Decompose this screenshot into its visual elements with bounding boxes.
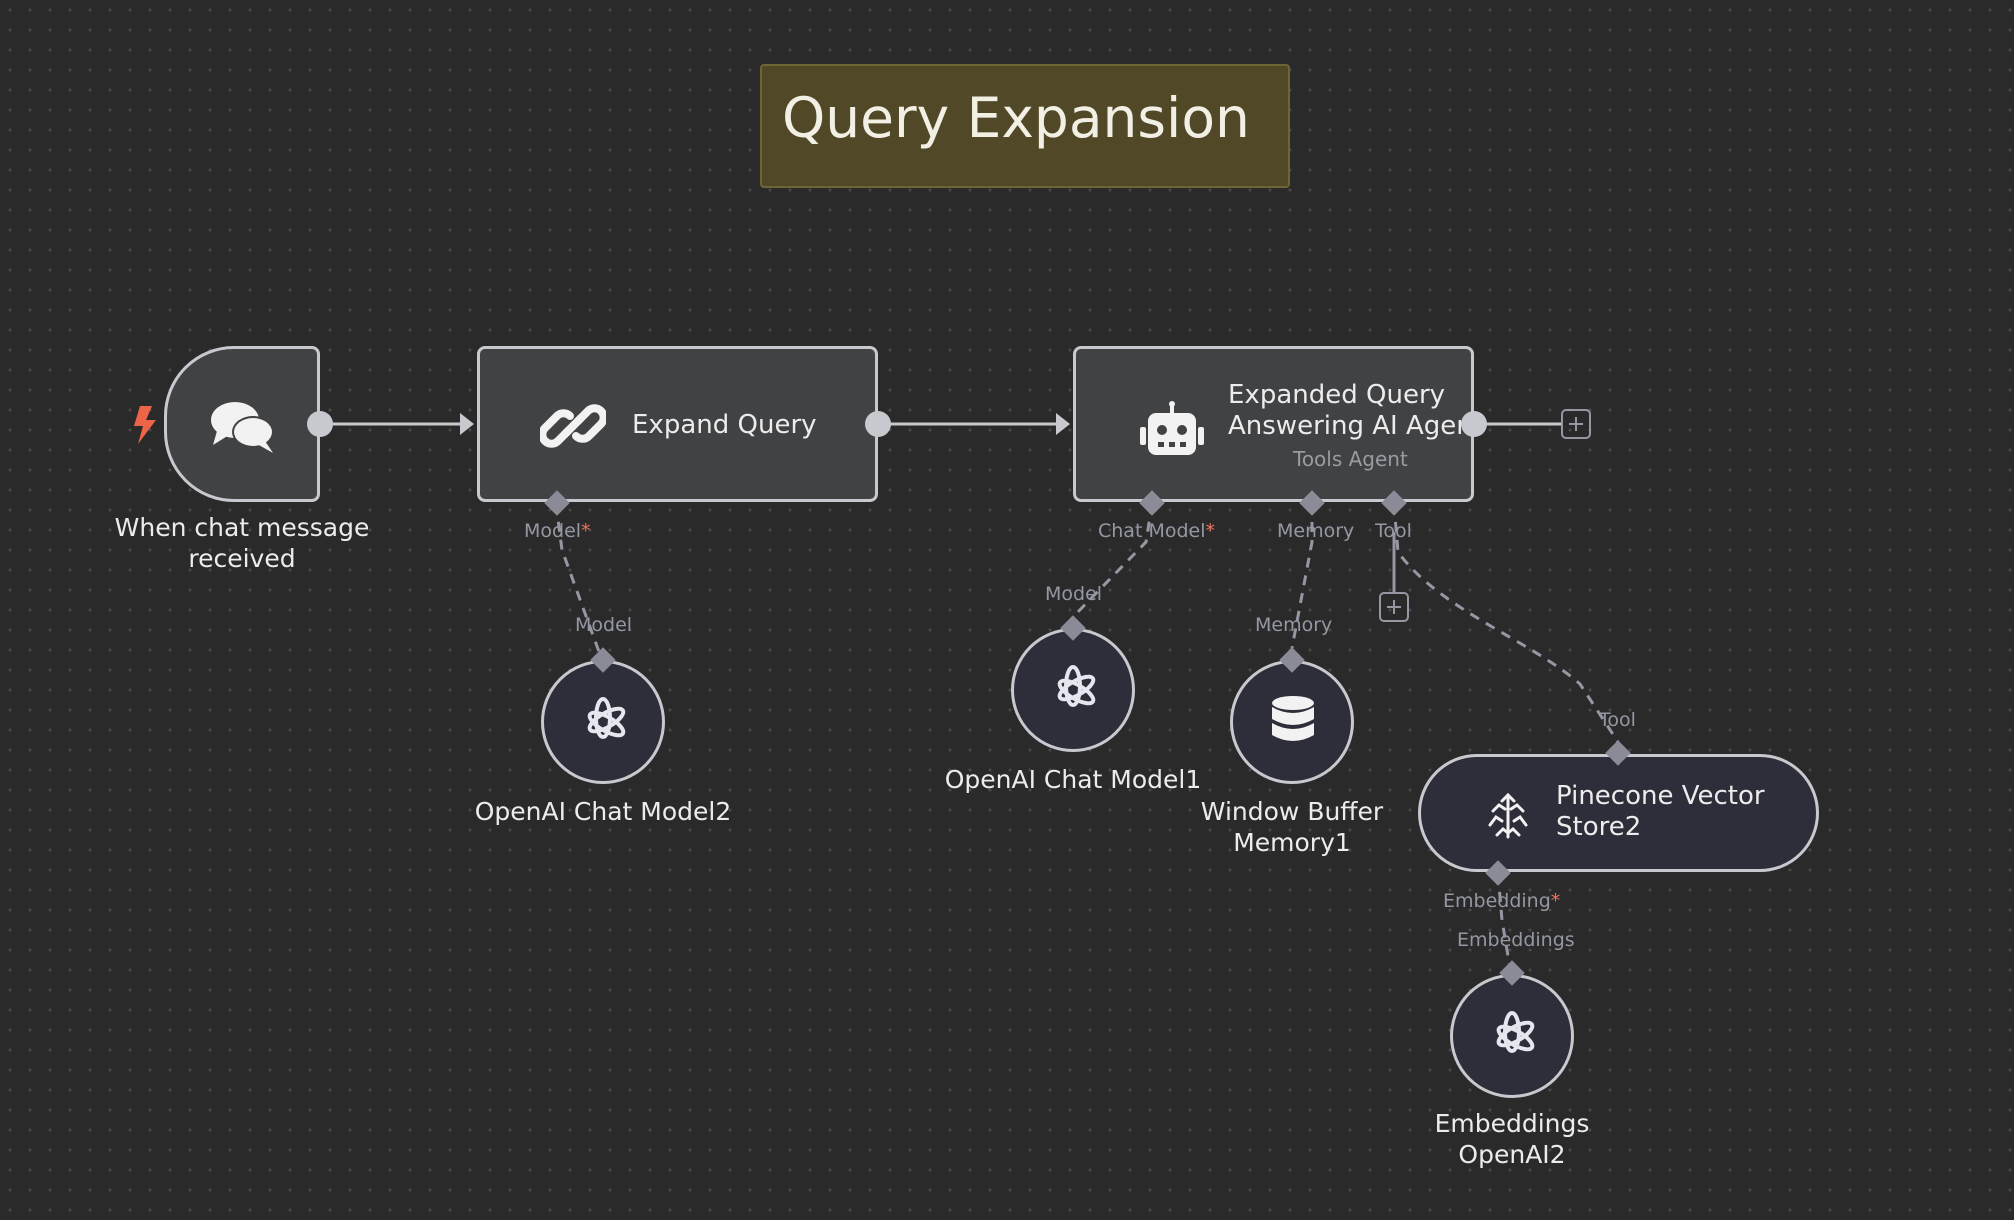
- openai-chat-model1-label: OpenAI Chat Model1: [944, 765, 1202, 794]
- pinecone-title: Pinecone Vector Store2: [1556, 781, 1765, 842]
- chat-trigger-node[interactable]: [164, 346, 320, 502]
- add-node-button[interactable]: [1561, 409, 1591, 439]
- expand-output-handle[interactable]: [865, 411, 891, 437]
- openai-chat-model2-label: OpenAI Chat Model2: [474, 797, 732, 826]
- pinecone-icon: [1488, 792, 1528, 839]
- agent-output-handle[interactable]: [1461, 411, 1487, 437]
- robot-icon: [1140, 401, 1204, 455]
- openai-icon: [587, 697, 626, 739]
- openai-chat-model1-port-label: Model: [1045, 583, 1103, 605]
- openai-chat-model2-port-label: Model: [575, 614, 633, 636]
- embeddings-openai2-label: Embeddings OpenAI2: [1434, 1109, 1590, 1169]
- sticky-note-title: Query Expansion: [782, 86, 1250, 150]
- add-tool-button[interactable]: [1379, 592, 1409, 622]
- pinecone-embedding-port-label: Embedding*: [1443, 890, 1561, 912]
- openai-icon: [1496, 1011, 1535, 1053]
- openai-chat-model2-node[interactable]: [541, 660, 665, 784]
- ai-agent-node[interactable]: Expanded Query Answering AI Agent Tools …: [1073, 346, 1483, 502]
- chat-trigger-label: When chat message received: [114, 513, 370, 573]
- agent-title-line2: Answering AI Agent: [1228, 411, 1483, 441]
- expand-query-node[interactable]: Expand Query: [477, 346, 878, 502]
- agent-tool-port-label: Tool: [1375, 520, 1412, 542]
- openai-chat-model1-node[interactable]: [1011, 628, 1135, 752]
- chat-bubbles-icon: [211, 402, 274, 453]
- expand-input-arrow: [460, 413, 474, 435]
- sticky-note[interactable]: Query Expansion: [760, 64, 1290, 188]
- memory-node-port-label: Memory: [1255, 614, 1333, 636]
- trigger-output-handle[interactable]: [307, 411, 333, 437]
- pinecone-vector-store2-node[interactable]: Pinecone Vector Store2: [1418, 754, 1819, 872]
- agent-chat-model-port-label: Chat Model*: [1098, 520, 1215, 542]
- lightning-bolt-icon: [134, 406, 156, 444]
- connection-embedding-pinecone[interactable]: [1496, 873, 1512, 969]
- window-buffer-memory1-label: Window Buffer Memory1: [1200, 797, 1384, 857]
- openai-icon: [1057, 665, 1096, 707]
- agent-input-arrow: [1056, 413, 1070, 435]
- agent-memory-port-label: Memory: [1277, 520, 1355, 542]
- pinecone-tool-port-label: Tool: [1599, 709, 1636, 731]
- agent-title-line1: Expanded Query: [1228, 380, 1446, 410]
- embeddings-node-port-label: Embeddings: [1457, 929, 1575, 951]
- window-buffer-memory1-node[interactable]: [1230, 660, 1354, 784]
- database-icon: [1272, 696, 1314, 741]
- agent-subtitle: Tools Agent: [1293, 447, 1408, 471]
- expand-query-title: Expand Query: [632, 410, 817, 440]
- embeddings-openai2-node[interactable]: [1450, 974, 1574, 1098]
- connection-tool-agent[interactable]: [1392, 503, 1620, 743]
- link-icon: [540, 404, 606, 448]
- expand-model-port-label: Model*: [524, 520, 591, 542]
